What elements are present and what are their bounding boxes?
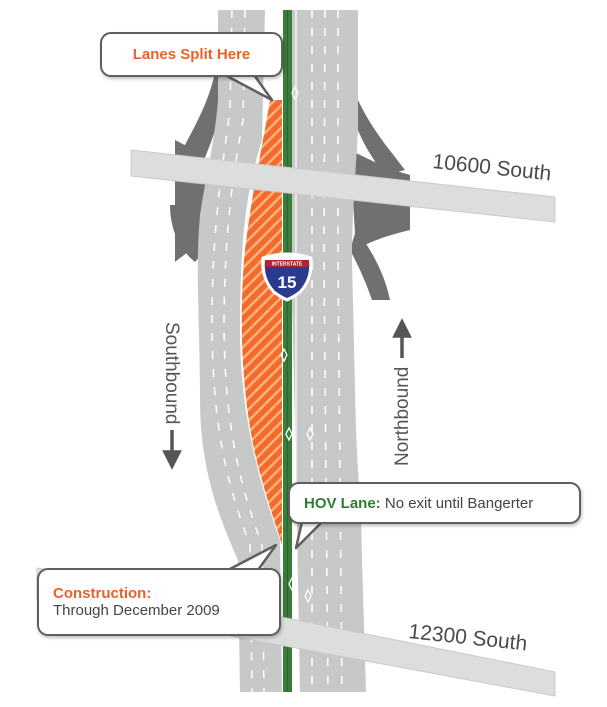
- svg-text:15: 15: [278, 273, 297, 292]
- hov-lane-text: No exit until Bangerter: [384, 494, 534, 512]
- northbound-lane-markings: [311, 9, 343, 693]
- interstate-15-shield-icon: INTERSTATE 15: [261, 252, 313, 302]
- construction-zone: [241, 100, 282, 545]
- northbound-lanes: [290, 10, 366, 692]
- hov-diamond-markers: [272, 85, 314, 604]
- construction-text: Through December 2009: [53, 602, 220, 619]
- lanes-split-text: Lanes Split Here: [132, 46, 251, 63]
- overpass-10600-south: [130, 149, 556, 223]
- hov-lane-title: HOV Lane:: [304, 494, 381, 512]
- southbound-arrow-icon: [162, 430, 182, 470]
- northwest-ramp: [175, 55, 230, 170]
- construction-callout: Construction: Through December 2009: [37, 568, 281, 636]
- street-label-10600-south: 10600 South: [431, 150, 552, 185]
- construction-title: Construction:: [53, 585, 152, 602]
- svg-text:INTERSTATE: INTERSTATE: [272, 262, 303, 268]
- lanes-split-callout: Lanes Split Here: [100, 32, 283, 77]
- southbound-label: Southbound: [161, 322, 182, 425]
- northbound-arrow-icon: [392, 318, 412, 358]
- northbound-label: Northbound: [392, 367, 413, 466]
- hov-lane-callout: HOV Lane: No exit until Bangerter: [288, 482, 581, 524]
- northeast-ramp: [348, 10, 405, 175]
